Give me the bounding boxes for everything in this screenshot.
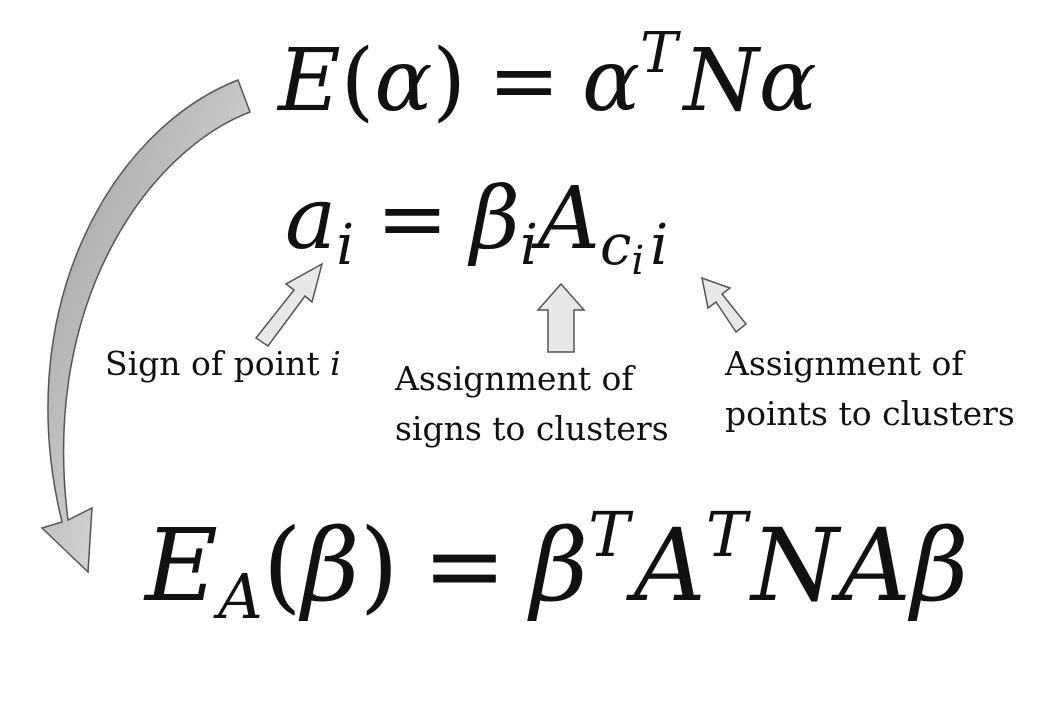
curved-arrow-icon [40, 79, 251, 574]
arrow-to-cluster-index-icon [701, 276, 748, 334]
arrow-to-beta-icon [536, 282, 586, 353]
reduced-energy-equation: EA(β)=βTATNAβ [143, 498, 969, 633]
energy-equation: E(α)=αTNα [276, 21, 817, 131]
arrow-to-sign-icon [254, 262, 324, 348]
sign-of-point-label: Sign of point i [105, 344, 341, 383]
